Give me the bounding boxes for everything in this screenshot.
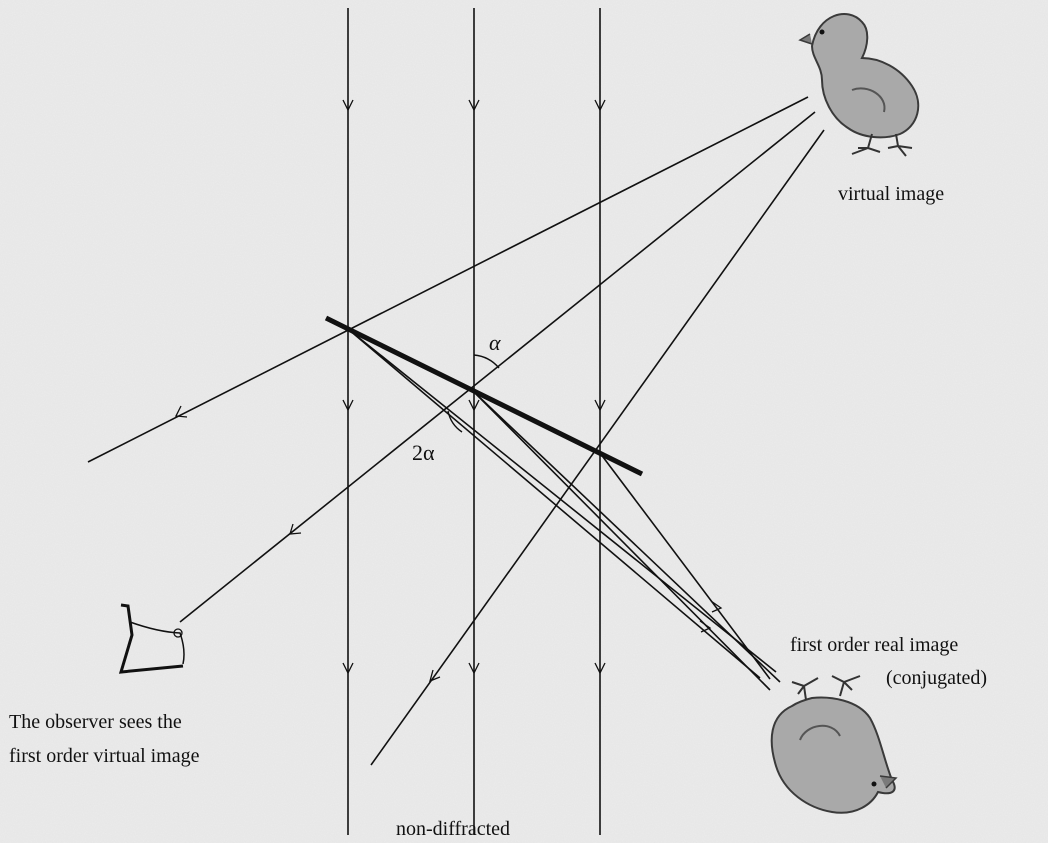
two-alpha-label: 2α — [412, 440, 435, 465]
alpha-label: α — [489, 330, 501, 355]
real-image-label-line2: (conjugated) — [886, 667, 987, 689]
virtual-image-label: virtual image — [838, 183, 944, 205]
non-diffracted-label: non-diffracted — [396, 818, 510, 840]
real-image-label-line1: first order real image — [790, 634, 958, 656]
observer-label-line2: first order virtual image — [9, 745, 200, 767]
observer-label-line1: The observer sees the — [9, 711, 182, 733]
